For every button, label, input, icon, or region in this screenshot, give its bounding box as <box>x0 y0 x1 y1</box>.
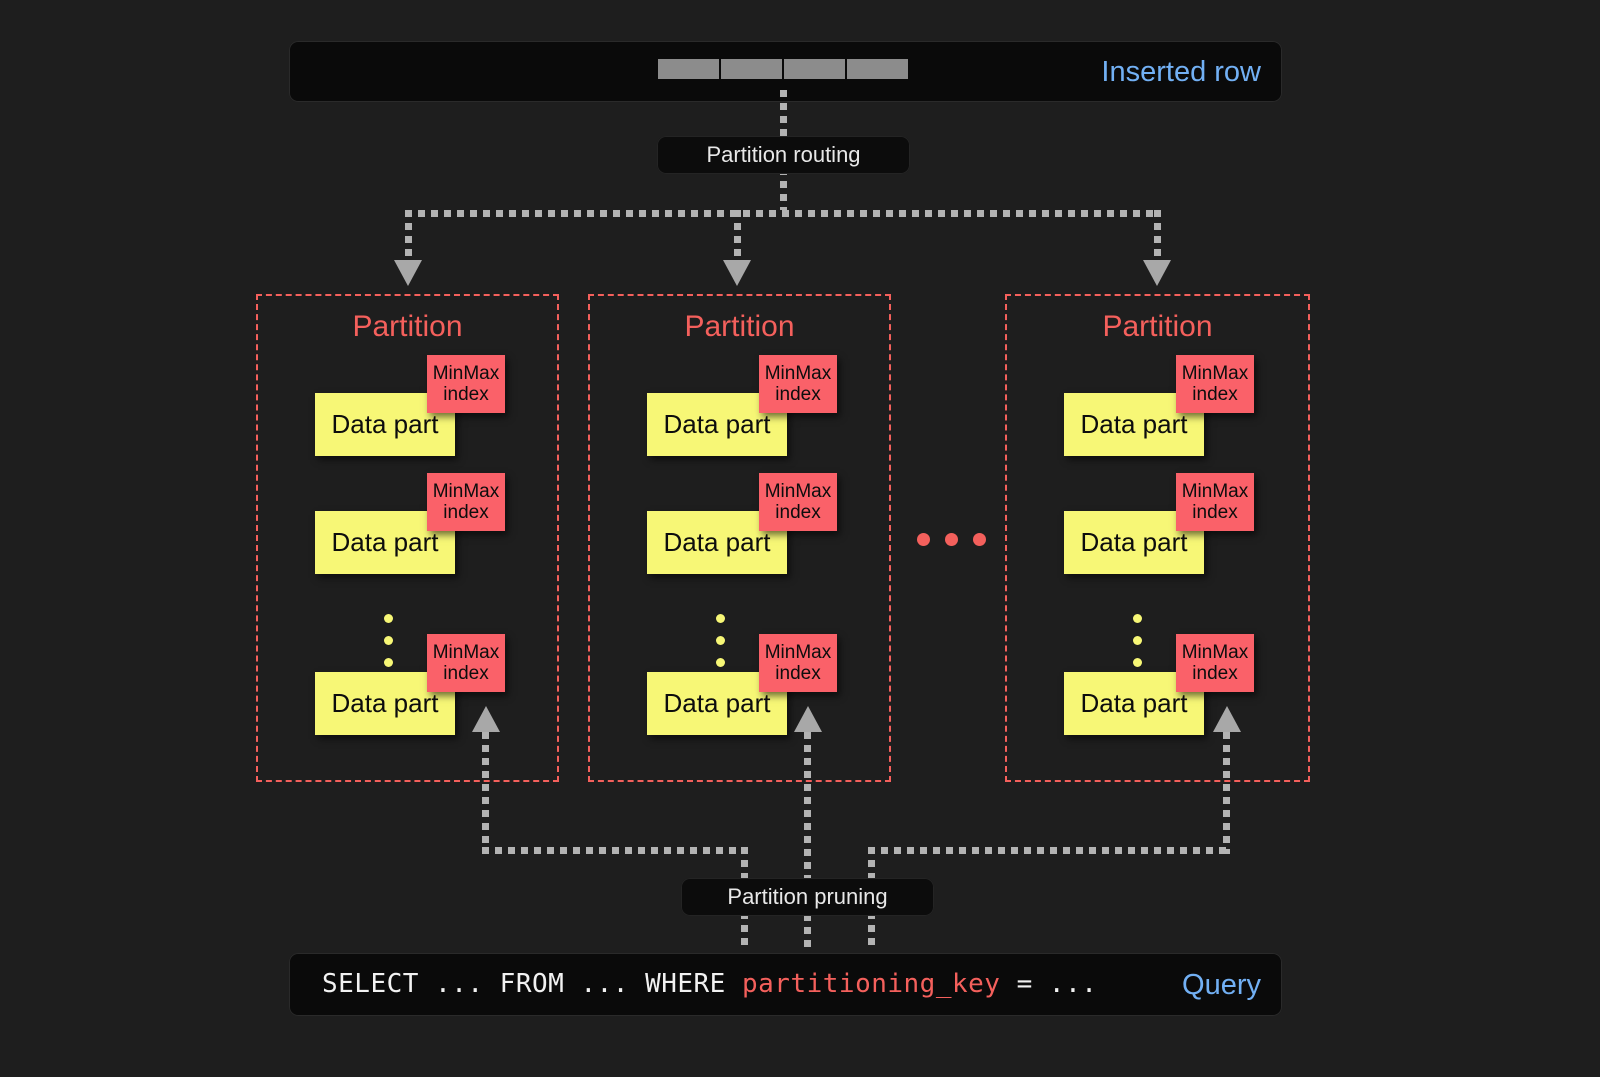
row-cell <box>784 59 845 79</box>
connector-fanout-leg-1 <box>734 210 741 265</box>
connector-fanout-leg-0 <box>405 210 412 265</box>
connector-pruning-leg-1 <box>804 732 811 950</box>
vertical-ellipsis-0 <box>384 614 393 680</box>
data-part-1-1: Data part <box>647 511 787 574</box>
query-bar: SELECT ... FROM ... WHERE partitioning_k… <box>289 953 1282 1016</box>
connector-fanout-bus <box>405 210 1161 217</box>
arrow-up-partition-2 <box>1213 706 1241 732</box>
partition-pruning-box: Partition pruning <box>681 878 934 916</box>
arrow-up-partition-1 <box>794 706 822 732</box>
data-part-2-1: Data part <box>1064 511 1204 574</box>
partitions-ellipsis <box>917 533 986 546</box>
partition-routing-box: Partition routing <box>657 136 910 174</box>
query-sql-text: SELECT ... FROM ... WHERE partitioning_k… <box>322 969 1097 999</box>
row-cell <box>658 59 719 79</box>
arrow-up-partition-0 <box>472 706 500 732</box>
data-part-0-2: Data part <box>315 672 455 735</box>
vertical-ellipsis-1 <box>716 614 725 680</box>
row-cell <box>721 59 782 79</box>
query-sql-key: partitioning_key <box>742 969 1001 999</box>
connector-fanout-leg-2 <box>1154 210 1161 265</box>
partition-title-1: Partition <box>684 310 795 343</box>
inserted-row-label: Inserted row <box>1101 56 1261 88</box>
query-label: Query <box>1182 969 1261 1001</box>
connector-pruning-bus-right <box>868 847 1230 854</box>
connector-pruning-bus-left <box>482 847 747 854</box>
query-sql-suffix: = ... <box>1000 969 1098 999</box>
inserted-row-cells <box>658 59 908 79</box>
connector-pruning-leg-0 <box>482 732 489 854</box>
arrow-down-partition-1 <box>723 260 751 286</box>
row-cell <box>847 59 908 79</box>
query-sql-prefix: SELECT ... FROM ... WHERE <box>322 969 742 999</box>
partition-title-2: Partition <box>1102 310 1213 343</box>
arrow-down-partition-0 <box>394 260 422 286</box>
partition-title-0: Partition <box>352 310 463 343</box>
connector-pruning-leg-2 <box>1223 732 1230 854</box>
vertical-ellipsis-2 <box>1133 614 1142 680</box>
arrow-down-partition-2 <box>1143 260 1171 286</box>
data-part-1-0: Data part <box>647 393 787 456</box>
